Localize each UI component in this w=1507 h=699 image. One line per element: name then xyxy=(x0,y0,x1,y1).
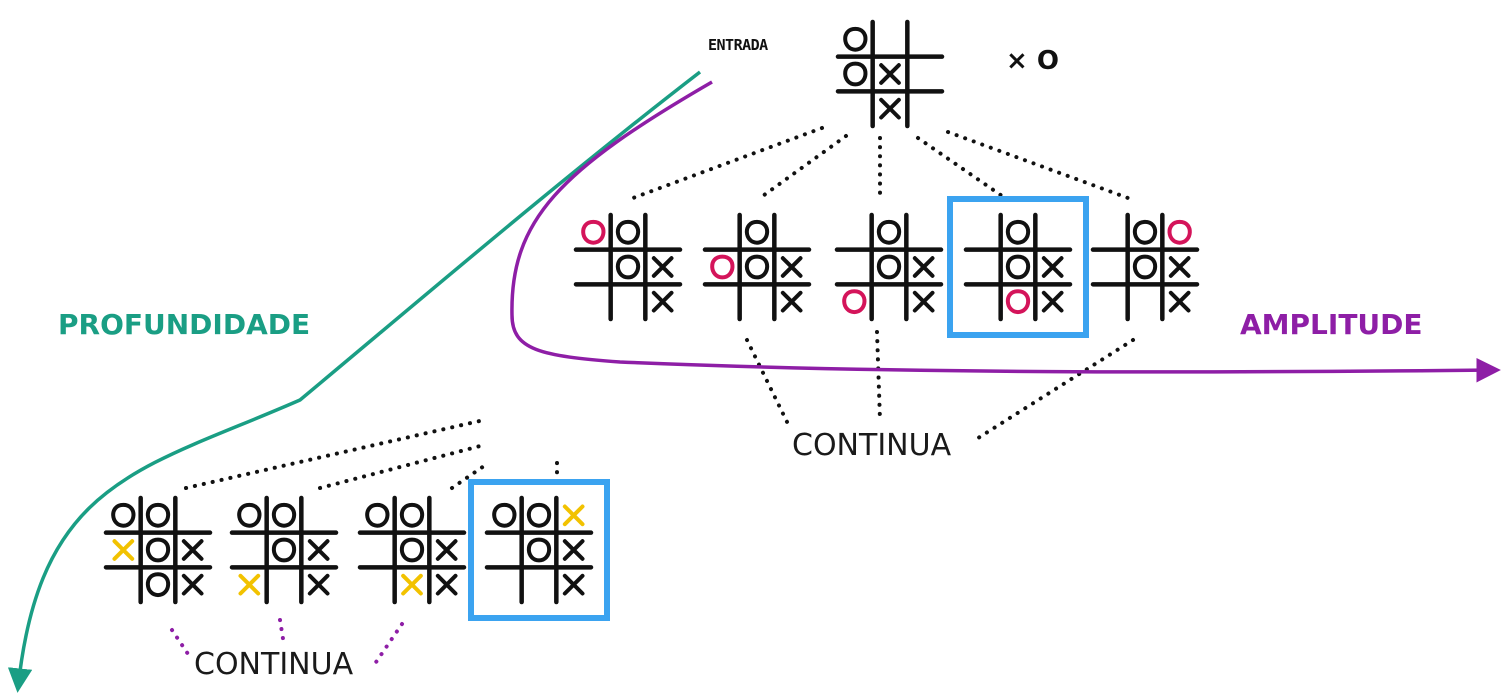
x-mark xyxy=(912,290,935,313)
highlight-box xyxy=(947,196,1089,338)
o-mark xyxy=(1005,219,1031,245)
dotted-connector xyxy=(916,136,1007,200)
x-mark xyxy=(780,256,803,278)
root-board xyxy=(835,19,945,129)
symbols-legend: × O xyxy=(1006,46,1059,76)
o-mark xyxy=(492,502,517,528)
o-mark xyxy=(843,61,868,87)
x-mark xyxy=(562,573,585,596)
o-mark xyxy=(526,502,552,528)
x-mark xyxy=(435,573,458,596)
o-mark xyxy=(710,254,735,280)
x-mark xyxy=(780,290,803,313)
o-mark xyxy=(876,219,902,245)
o-mark xyxy=(843,26,868,52)
o-mark xyxy=(271,502,297,528)
entrada-label: ENTRADA xyxy=(708,36,768,54)
dotted-connector-purple xyxy=(278,618,286,647)
highlight-box xyxy=(468,479,610,621)
o-mark xyxy=(271,537,297,563)
o-mark xyxy=(145,502,171,528)
x-mark xyxy=(1041,290,1064,313)
o-mark xyxy=(237,502,262,528)
level1-board xyxy=(573,212,683,322)
level2-board xyxy=(468,479,610,621)
dotted-connector xyxy=(184,418,486,490)
x-mark xyxy=(181,573,204,596)
x-mark xyxy=(879,63,901,85)
x-mark xyxy=(562,504,585,527)
o-mark xyxy=(145,537,171,563)
dotted-connector xyxy=(758,134,848,200)
o-mark xyxy=(744,219,770,245)
o-mark xyxy=(1132,254,1158,280)
dotted-connector xyxy=(631,126,824,200)
o-mark xyxy=(581,219,606,245)
x-mark xyxy=(651,256,674,278)
x-mark xyxy=(112,539,135,561)
o-mark xyxy=(744,254,770,280)
level2-board xyxy=(103,495,213,605)
o-mark xyxy=(365,502,390,528)
x-mark xyxy=(181,539,204,561)
continua-label-top: CONTINUA xyxy=(792,428,952,463)
o-mark xyxy=(615,219,641,245)
dotted-connector xyxy=(875,330,882,422)
o-mark xyxy=(842,289,867,315)
profundidade-label: PROFUNDIDADE xyxy=(58,308,311,341)
continua-label-bottom: CONTINUA xyxy=(194,647,354,682)
dotted-connector xyxy=(318,443,486,490)
o-mark xyxy=(1005,254,1031,280)
dotted-connector xyxy=(450,464,486,490)
level1-board xyxy=(947,196,1089,338)
x-mark xyxy=(912,256,935,278)
dotted-connector xyxy=(973,338,1135,442)
o-mark xyxy=(399,502,425,528)
level1-board xyxy=(834,212,944,322)
o-mark xyxy=(111,502,136,528)
o-mark xyxy=(1167,219,1192,245)
x-mark xyxy=(238,573,261,596)
x-mark xyxy=(562,539,585,561)
dotted-connector-purple xyxy=(170,628,194,662)
o-mark xyxy=(145,572,171,598)
x-mark xyxy=(401,573,423,596)
x-mark xyxy=(651,290,674,313)
o-mark xyxy=(615,254,641,280)
amplitude-label: AMPLITUDE xyxy=(1240,308,1423,341)
level1-board xyxy=(1090,212,1200,322)
o-mark xyxy=(1005,289,1031,315)
o-mark xyxy=(399,537,425,563)
x-mark xyxy=(879,97,901,120)
x-mark xyxy=(307,539,330,561)
dotted-connector xyxy=(946,130,1130,200)
x-mark xyxy=(307,573,330,596)
level1-board xyxy=(702,212,812,322)
o-mark xyxy=(1132,219,1158,245)
level2-board xyxy=(229,495,339,605)
dotted-connector xyxy=(745,338,792,430)
x-mark xyxy=(1168,290,1191,313)
x-mark xyxy=(435,539,458,561)
x-mark xyxy=(1041,256,1064,278)
level2-board xyxy=(357,495,467,605)
o-mark xyxy=(876,254,902,280)
amplitude-arrow xyxy=(510,80,1501,383)
dotted-connector-purple xyxy=(370,622,404,670)
profundidade-arrow xyxy=(7,70,702,693)
o-mark xyxy=(526,537,552,563)
x-mark xyxy=(1168,256,1191,278)
